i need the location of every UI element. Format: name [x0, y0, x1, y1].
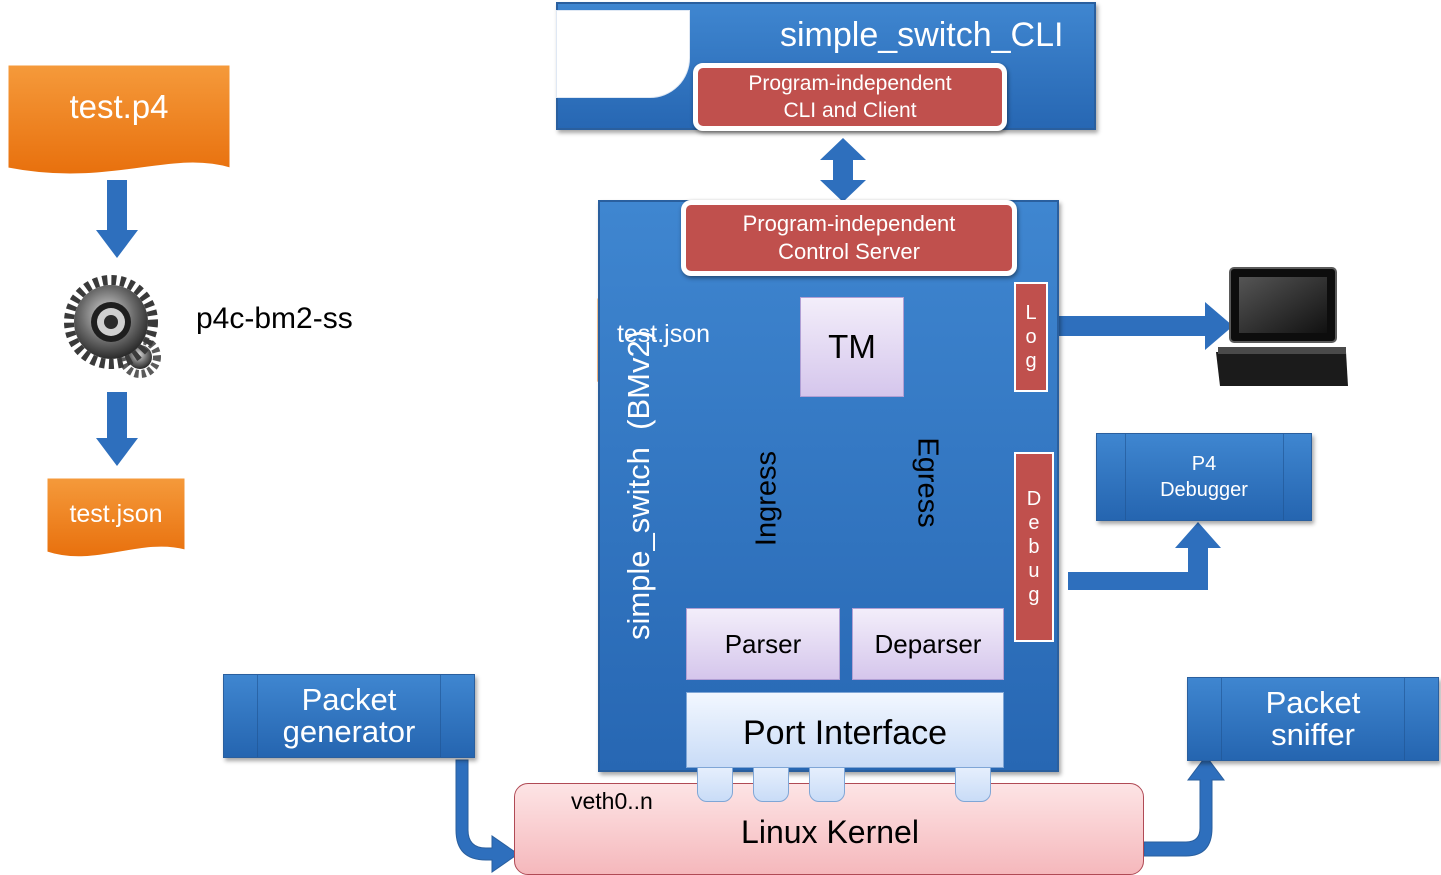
linux-kernel-label: Linux Kernel — [741, 814, 919, 850]
egress-label: Egress — [911, 437, 944, 528]
packet-generator-box: Packet generator — [223, 674, 475, 758]
parser-box: Parser — [686, 608, 840, 680]
gear-icon — [64, 275, 161, 378]
port-interface-box: Port Interface — [686, 692, 1004, 768]
packet-sniffer-box: Packet sniffer — [1187, 677, 1439, 761]
test-json-output-label: test.json — [69, 500, 163, 528]
generator-to-kernel-arrow — [455, 759, 519, 873]
laptop-icon — [1216, 267, 1348, 386]
p4-debugger-label: P4 Debugger — [1160, 453, 1248, 501]
test-p4-label: test.p4 — [69, 88, 169, 125]
control-server-label: Program-independent Control Server — [742, 211, 956, 264]
compile-arrow-down — [96, 180, 138, 258]
log-label: L o g — [1025, 302, 1037, 372]
compiler-label: p4c-bm2-ss — [196, 302, 353, 335]
test-json-config-label: test.json — [616, 320, 711, 348]
cli-title: simple_switch_CLI — [780, 16, 1064, 54]
p4-debugger-box: P4 Debugger — [1096, 433, 1312, 521]
deparser-label: Deparser — [874, 628, 982, 659]
cli-client-label: Program-independent CLI and Client — [748, 72, 952, 122]
port-interface-label: Port Interface — [742, 713, 948, 752]
output-arrow-down — [96, 392, 138, 466]
parser-label: Parser — [724, 628, 802, 659]
tm-label: TM — [828, 328, 876, 365]
veth-label: veth0..n — [571, 788, 653, 814]
ingress-label: Ingress — [750, 450, 783, 547]
tm-box: TM — [800, 297, 904, 397]
test-json-output-document-shape — [46, 477, 186, 558]
packet-generator-label: Packet generator — [282, 682, 416, 749]
deparser-box: Deparser — [852, 608, 1004, 680]
switch-vertical-label: simple_switch (BMv2) — [621, 329, 656, 641]
simple-switch-box: simple_switch (BMv2) — [598, 200, 1059, 772]
cli-client-box: Program-independent CLI and Client — [693, 63, 1007, 131]
cli-document-page — [556, 10, 690, 98]
debug-label: D e b u g — [1026, 488, 1042, 606]
cli-server-double-arrow — [820, 138, 866, 202]
log-bar: L o g — [1014, 282, 1048, 392]
debug-to-debugger-arrow — [1068, 522, 1221, 590]
debug-bar: D e b u g — [1014, 452, 1054, 642]
log-to-laptop-arrow — [1045, 302, 1233, 350]
packet-sniffer-label: Packet sniffer — [1265, 685, 1361, 752]
kernel-to-sniffer-arrow — [1143, 755, 1225, 857]
test-p4-document-shape — [7, 64, 231, 175]
control-server-box: Program-independent Control Server — [681, 200, 1017, 276]
